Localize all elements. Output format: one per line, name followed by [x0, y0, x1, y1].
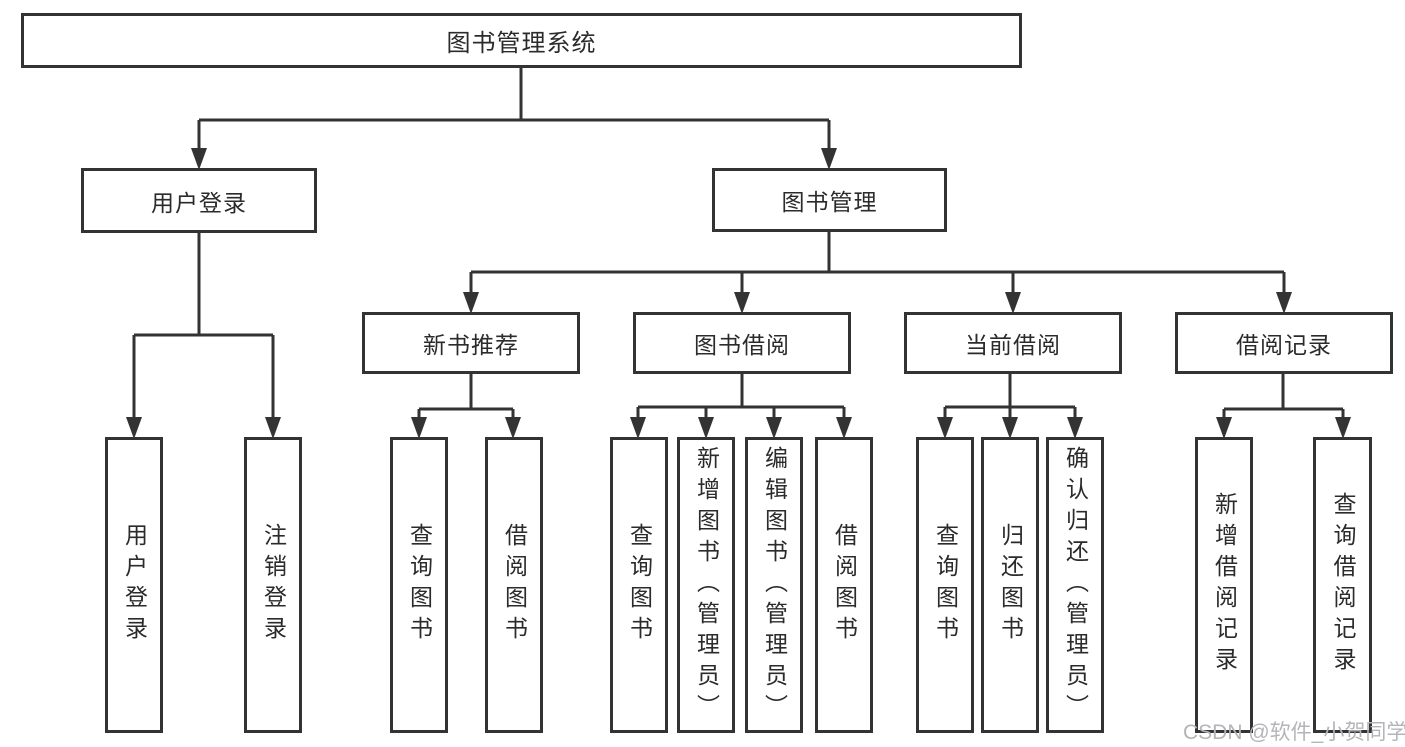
leaf-label: 归还图书: [997, 523, 1024, 647]
watermark: CSDN @软件_小贺同学: [1183, 721, 1405, 744]
node-new-book-recommendation: 新书推荐: [362, 312, 580, 374]
leaf-query-books-borrow: 查询图书: [610, 437, 668, 733]
leaf-label: 查询借阅记录: [1330, 492, 1356, 678]
leaf-label: 借阅图书: [501, 523, 528, 647]
node-library-management-system: 图书管理系统: [21, 13, 1022, 68]
leaf-add-books-admin: 新增图书（管理员）: [677, 437, 735, 733]
leaf-confirm-return-admin: 确认归还（管理员）: [1046, 437, 1104, 733]
node-label: 借阅记录: [1236, 332, 1332, 358]
leaf-label: 查询图书: [932, 523, 959, 647]
node-current-borrowing: 当前借阅: [904, 312, 1122, 374]
node-label: 用户登录: [151, 189, 247, 216]
leaf-return-books: 归还图书: [981, 437, 1039, 733]
leaf-label: 用户登录: [121, 523, 148, 647]
leaf-label: 确认归还（管理员）: [1062, 445, 1089, 725]
leaf-borrow-books: 借阅图书: [815, 437, 873, 733]
node-label: 图书管理系统: [446, 30, 597, 57]
node-book-management: 图书管理: [712, 168, 947, 232]
leaf-label: 编辑图书（管理员）: [761, 445, 788, 725]
leaf-label: 查询图书: [626, 523, 653, 647]
leaf-label: 注销登录: [260, 523, 287, 647]
node-borrowing-records: 借阅记录: [1175, 312, 1393, 374]
leaf-label: 查询图书: [406, 523, 433, 647]
leaf-query-borrow-record: 查询借阅记录: [1313, 437, 1372, 733]
node-label: 当前借阅: [965, 332, 1061, 358]
node-user-login: 用户登录: [81, 168, 317, 233]
node-label: 新书推荐: [423, 332, 519, 358]
leaf-label: 新增借阅记录: [1211, 492, 1238, 678]
leaf-query-books-current: 查询图书: [916, 437, 974, 733]
node-book-borrowing: 图书借阅: [633, 312, 851, 374]
leaf-borrow-books-recommend: 借阅图书: [485, 437, 543, 733]
leaf-label: 借阅图书: [831, 523, 858, 647]
leaf-label: 新增图书（管理员）: [693, 445, 720, 725]
leaf-edit-books-admin: 编辑图书（管理员）: [745, 437, 803, 733]
leaf-query-books-recommend: 查询图书: [390, 437, 448, 733]
leaf-user-login: 用户登录: [105, 437, 163, 733]
node-label: 图书借阅: [694, 332, 790, 358]
node-label: 图书管理: [781, 189, 878, 215]
leaf-add-borrow-record: 新增借阅记录: [1195, 437, 1253, 733]
leaf-logout: 注销登录: [244, 437, 302, 733]
